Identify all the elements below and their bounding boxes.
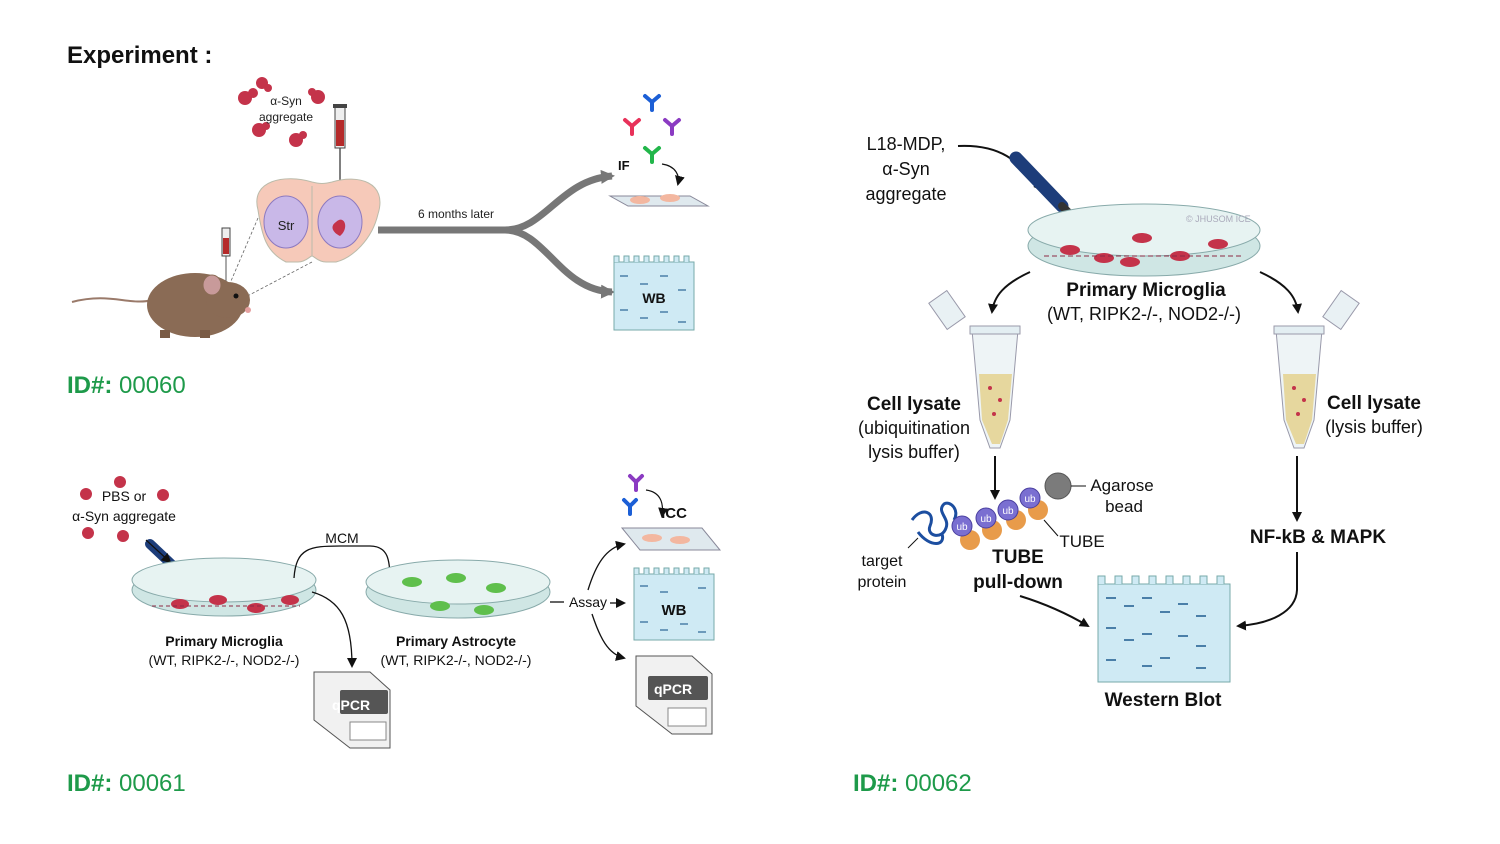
- brain-section-icon: [256, 178, 381, 263]
- pathway-to-blot-arrow: [1236, 552, 1298, 631]
- agarose-label-line1: Agarose: [1090, 476, 1153, 495]
- dish-to-right-tube-arrow: [1259, 271, 1302, 314]
- target-pointer: [907, 537, 919, 549]
- qpcr-arrow: [311, 591, 357, 668]
- icc-slide-icon: [620, 527, 722, 551]
- lysate-left-sub1: (ubiquitination: [858, 418, 970, 438]
- microglia-genotypes: (WT, RIPK2-/-, NOD2-/-): [1047, 304, 1241, 324]
- branch-arrow-bottom: [504, 226, 615, 299]
- id-prefix: ID#:: [853, 770, 899, 797]
- striatum-label: Str: [278, 218, 295, 233]
- alpha-syn-aggregate-icons: [238, 77, 325, 147]
- if-slide-icon: [608, 194, 710, 207]
- watermark: © JHUSOM ICE: [1186, 214, 1251, 224]
- experiment-id-00060: ID#: 00060: [67, 372, 186, 400]
- treatment-label-line2: α-Syn aggregate: [72, 508, 176, 524]
- ub-label: ub: [980, 514, 992, 525]
- branch-arrow-top: [378, 169, 615, 234]
- experiment-id-00062: ID#: 00062: [853, 770, 972, 798]
- lysate-tube-right-icon: [1273, 289, 1360, 449]
- stimulus-line3: aggregate: [865, 184, 946, 204]
- tube-pointer: [1043, 519, 1059, 537]
- qpcr-label: qPCR: [654, 681, 692, 697]
- target-label-line2: protein: [858, 574, 907, 591]
- microglia-genotypes: (WT, RIPK2-/-, NOD2-/-): [149, 652, 300, 668]
- qpcr-label: qPCR: [332, 697, 370, 713]
- wb-label: WB: [642, 290, 665, 306]
- antibody-icons: [622, 474, 644, 516]
- stimulus-line2: α-Syn: [882, 159, 929, 179]
- wb-label: WB: [662, 602, 687, 619]
- tube-label: TUBE: [1059, 532, 1104, 551]
- page-title: Experiment :: [67, 42, 213, 69]
- injection-label-line1: α-Syn: [270, 94, 302, 108]
- mcm-label: MCM: [325, 530, 358, 546]
- staining-arrow: [645, 489, 669, 518]
- dish-to-left-tube-arrow: [988, 271, 1031, 314]
- target-label-line1: target: [862, 553, 903, 570]
- if-label: IF: [618, 158, 630, 173]
- qpcr-machine-icon: [635, 655, 713, 735]
- microglia-title: Primary Microglia: [1066, 280, 1226, 301]
- astrocyte-genotypes: (WT, RIPK2-/-, NOD2-/-): [381, 652, 532, 668]
- microglia-dish-icon: [131, 557, 317, 617]
- experiment-00060-diagram: α-Syn aggregate Str: [71, 77, 710, 338]
- lysate-left-title: Cell lysate: [867, 394, 961, 415]
- injection-label-line2: aggregate: [259, 110, 313, 124]
- pulldown-to-blot-arrow: [1019, 595, 1090, 628]
- western-blot-label: Western Blot: [1105, 690, 1223, 711]
- western-blot-gel-icon: [1097, 575, 1231, 683]
- lysate-tube-left-icon: [928, 289, 1021, 449]
- assay-label: Assay: [569, 594, 607, 610]
- time-label: 6 months later: [418, 207, 494, 221]
- id-prefix: ID#:: [67, 372, 113, 399]
- staining-arrow: [661, 163, 685, 186]
- pulldown-label-line1: TUBE: [992, 547, 1044, 568]
- id-value: 00062: [905, 770, 972, 797]
- wb-gel-icon: [633, 567, 715, 641]
- tube-pulldown-icon: [910, 472, 1072, 550]
- id-value: 00061: [119, 770, 186, 797]
- mcm-arrow: [293, 545, 395, 582]
- astrocyte-title: Primary Astrocyte: [396, 633, 516, 649]
- experiment-00061-diagram: PBS or α-Syn aggregate Primary Microglia…: [72, 474, 722, 749]
- assay-arrow-icc: [587, 540, 626, 591]
- treatment-label-line1: PBS or: [102, 488, 147, 504]
- astrocyte-dish-icon: [365, 559, 551, 619]
- experiment-00062-diagram: L18-MDP, α-Syn aggregate © JHUSOM ICE Pr…: [858, 134, 1423, 711]
- stimulus-line1: L18-MDP,: [867, 134, 946, 154]
- alpha-syn-aggregate-icons: [80, 476, 169, 542]
- microglia-dish-icon: © JHUSOM ICE: [1027, 203, 1261, 277]
- id-value: 00060: [119, 372, 186, 399]
- ub-label: ub: [1024, 494, 1036, 505]
- lysate-right-title: Cell lysate: [1327, 393, 1421, 414]
- pipette-icon: [1009, 151, 1074, 218]
- experiment-id-00061: ID#: 00061: [67, 770, 186, 798]
- lysate-left-sub2: lysis buffer): [868, 442, 960, 462]
- ub-label: ub: [956, 522, 968, 533]
- icc-label: ICC: [661, 505, 687, 522]
- antibody-icons: [623, 94, 681, 164]
- pipette-arrow: [145, 539, 172, 564]
- id-prefix: ID#:: [67, 770, 113, 797]
- lysate-right-sub: (lysis buffer): [1325, 417, 1423, 437]
- assay-arrow-qpcr: [591, 613, 626, 661]
- agarose-label-line2: bead: [1105, 497, 1143, 516]
- mouse-icon: [71, 273, 251, 338]
- microglia-title: Primary Microglia: [165, 633, 283, 649]
- pathway-label: NF-kB & MAPK: [1250, 527, 1386, 548]
- wb-gel-icon: [613, 255, 695, 331]
- pulldown-label-line2: pull-down: [973, 572, 1063, 593]
- qpcr-machine-icon: [313, 671, 391, 749]
- ub-label: ub: [1002, 506, 1014, 517]
